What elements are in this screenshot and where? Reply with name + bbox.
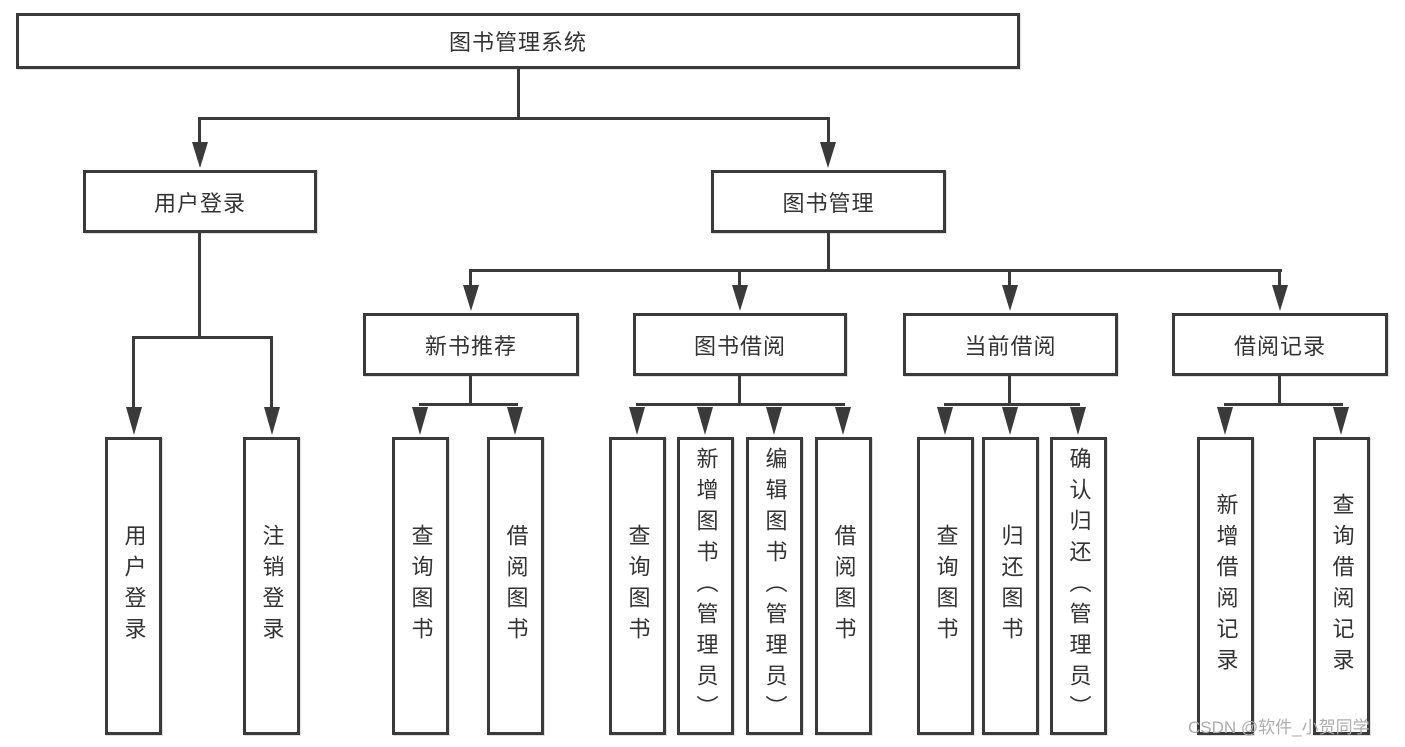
arrowhead-leaf-user-login — [126, 407, 142, 435]
connector-book-management-bar — [469, 269, 1282, 272]
node-leaf-query-books-current: 查询图书 — [917, 437, 974, 735]
arrowhead-borrow-books-recommend — [507, 407, 523, 435]
node-leaf-confirm-return-admin-label: 确认归还（管理员） — [1066, 446, 1092, 726]
node-leaf-query-borrow-record: 查询借阅记录 — [1313, 437, 1370, 735]
connector-user-login-bar — [132, 336, 273, 339]
node-borrowing-records: 借阅记录 — [1172, 313, 1388, 376]
node-leaf-user-login: 用户登录 — [105, 437, 162, 735]
node-library-management-system-label: 图书管理系统 — [448, 30, 587, 55]
node-leaf-query-books-borrowing: 查询图书 — [609, 437, 666, 735]
connector-current-borrowing-bar — [944, 403, 1080, 406]
node-leaf-logout: 注销登录 — [243, 437, 300, 735]
arrowhead-user-login — [192, 142, 208, 168]
arrowhead-query-borrow-record — [1333, 407, 1349, 435]
arrowhead-query-books-borrowing — [629, 407, 645, 435]
connector-new-book-rec-drop — [469, 269, 472, 288]
node-leaf-edit-book-admin-label: 编辑图书（管理员） — [762, 446, 788, 726]
node-leaf-query-books-borrowing-label: 查询图书 — [625, 524, 651, 648]
node-leaf-borrow-books-recommend-label: 借阅图书 — [503, 524, 529, 648]
node-new-book-recommendation: 新书推荐 — [363, 313, 579, 376]
arrowhead-return-books — [1002, 407, 1018, 435]
node-book-management-label: 图书管理 — [782, 190, 875, 216]
connector-book-borrowing-drop — [738, 269, 741, 288]
node-new-book-recommendation-label: 新书推荐 — [424, 333, 517, 359]
node-leaf-confirm-return-admin: 确认归还（管理员） — [1050, 437, 1107, 735]
connector-user-login-drop — [198, 117, 201, 145]
arrowhead-current-borrowing — [1002, 285, 1018, 311]
connector-root-stem — [517, 69, 520, 117]
node-leaf-add-book-admin-label: 新增图书（管理员） — [693, 446, 719, 726]
arrowhead-edit-book-admin — [766, 407, 782, 435]
arrowhead-query-books-recommend — [412, 407, 428, 435]
node-leaf-query-borrow-record-label: 查询借阅记录 — [1329, 493, 1355, 679]
node-leaf-query-books-recommend-label: 查询图书 — [408, 524, 434, 648]
node-leaf-add-borrow-record-label: 新增借阅记录 — [1213, 493, 1239, 679]
node-leaf-return-books-label: 归还图书 — [998, 524, 1024, 648]
node-leaf-query-books-current-label: 查询图书 — [933, 524, 959, 648]
connector-borrowing-records-bar — [1224, 403, 1343, 406]
node-current-borrowing-label: 当前借阅 — [964, 333, 1057, 359]
node-book-borrowing: 图书借阅 — [633, 313, 847, 376]
connector-root-bar — [198, 117, 830, 120]
node-leaf-return-books: 归还图书 — [982, 437, 1039, 735]
connector-current-borrowing-drop — [1008, 269, 1011, 288]
connector-borrowing-records-drop — [1278, 269, 1281, 288]
arrowhead-book-borrowing — [732, 285, 748, 311]
node-leaf-query-books-recommend: 查询图书 — [392, 437, 449, 735]
connector-book-management-stem — [827, 233, 830, 272]
connector-leaf-logout-drop — [270, 336, 273, 410]
arrowhead-confirm-return-admin — [1070, 407, 1086, 435]
node-book-borrowing-label: 图书借阅 — [693, 333, 786, 359]
csdn-watermark: CSDN @软件_小贺同学 — [1188, 718, 1370, 737]
node-user-login-label: 用户登录 — [153, 190, 246, 216]
arrowhead-leaf-logout — [264, 407, 280, 435]
node-user-login: 用户登录 — [83, 170, 317, 233]
connector-new-book-rec-stem — [469, 376, 472, 406]
connector-leaf-user-login-drop — [132, 336, 135, 410]
node-leaf-add-borrow-record: 新增借阅记录 — [1197, 437, 1254, 735]
connector-book-borrowing-bar — [636, 403, 845, 406]
node-leaf-borrow-books-borrowing: 借阅图书 — [815, 437, 872, 735]
node-library-management-system: 图书管理系统 — [16, 13, 1020, 69]
arrowhead-book-management — [820, 142, 836, 168]
connector-book-borrowing-stem — [738, 376, 741, 406]
arrowhead-add-book-admin — [697, 407, 713, 435]
node-leaf-borrow-books-borrowing-label: 借阅图书 — [831, 524, 857, 648]
arrowhead-add-borrow-record — [1217, 407, 1233, 435]
connector-new-book-rec-bar — [419, 403, 518, 406]
arrowhead-borrow-books-borrowing — [835, 407, 851, 435]
node-leaf-logout-label: 注销登录 — [259, 524, 285, 648]
connector-book-management-drop — [827, 117, 830, 145]
node-borrowing-records-label: 借阅记录 — [1233, 333, 1326, 359]
connector-user-login-stem — [198, 233, 201, 336]
node-leaf-user-login-label: 用户登录 — [121, 524, 147, 648]
node-book-management: 图书管理 — [711, 170, 946, 233]
node-leaf-borrow-books-recommend: 借阅图书 — [487, 437, 544, 735]
node-leaf-add-book-admin: 新增图书（管理员） — [677, 437, 734, 735]
node-current-borrowing: 当前借阅 — [903, 313, 1118, 376]
arrowhead-new-book-recommendation — [463, 285, 479, 311]
connector-borrowing-records-stem — [1278, 376, 1281, 406]
arrowhead-borrowing-records — [1272, 285, 1288, 311]
node-leaf-edit-book-admin: 编辑图书（管理员） — [746, 437, 803, 735]
arrowhead-query-books-current — [937, 407, 953, 435]
connector-current-borrowing-stem — [1008, 376, 1011, 406]
